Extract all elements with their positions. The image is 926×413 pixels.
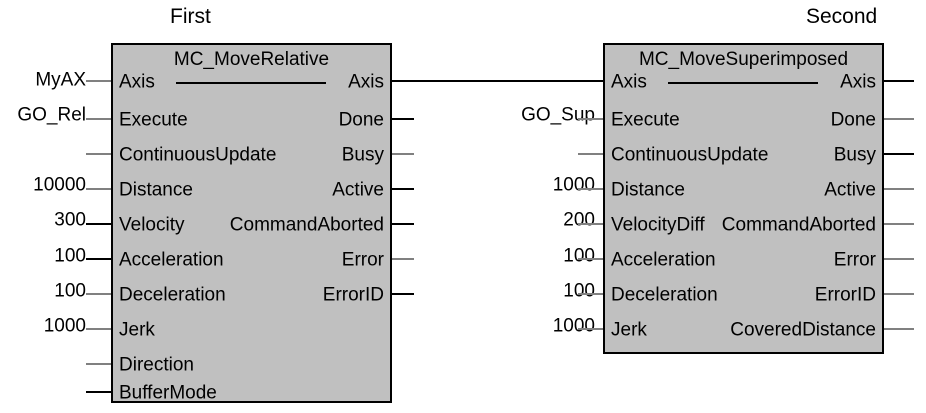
wire-output-commandaborted-second: [884, 223, 914, 225]
input-pin-buffermode-first[interactable]: BufferMode: [119, 382, 217, 404]
output-pin-done-first[interactable]: Done: [338, 109, 384, 131]
input-value-execute-second: GO_Sup: [521, 104, 595, 126]
instance-label-second: Second: [806, 5, 878, 28]
wire-output-errorid-first: [392, 293, 414, 295]
output-pin-error-first[interactable]: Error: [341, 249, 384, 271]
wire-output-done-second: [884, 118, 914, 120]
input-pin-distance-second[interactable]: Distance: [611, 179, 685, 201]
wire-output-covereddistance-second: [884, 328, 914, 330]
wire-input-velocity-first: [86, 223, 111, 225]
input-value-deceleration-second: 100: [563, 280, 595, 302]
output-pin-done-second[interactable]: Done: [830, 109, 876, 131]
instance-label-first: First: [170, 5, 211, 28]
axis-bar-first: [176, 82, 326, 84]
wire-output-axis-second: [884, 80, 914, 82]
input-pin-distance-first[interactable]: Distance: [119, 179, 193, 201]
wire-output-error-second: [884, 258, 914, 260]
input-value-jerk-second: 1000: [552, 315, 595, 337]
wire-input-distance-second: [578, 188, 603, 190]
input-pin-jerk-second[interactable]: Jerk: [611, 319, 647, 341]
output-pin-active-first[interactable]: Active: [332, 179, 384, 201]
output-pin-busy-first[interactable]: Busy: [341, 144, 384, 166]
wire-output-error-first: [392, 258, 414, 260]
input-pin-deceleration-first[interactable]: Deceleration: [119, 284, 226, 306]
output-pin-active-second[interactable]: Active: [824, 179, 876, 201]
input-value-deceleration-first: 100: [54, 280, 86, 302]
block-title-second: MC_MoveSuperimposed: [638, 49, 849, 70]
input-pin-continuousupdate-first[interactable]: ContinuousUpdate: [119, 144, 277, 166]
input-pin-axis-first[interactable]: Axis: [119, 71, 155, 93]
wire-output-errorid-second: [884, 293, 914, 295]
output-pin-errorid-second[interactable]: ErrorID: [814, 284, 876, 306]
output-pin-covereddistance-second[interactable]: CoveredDistance: [730, 319, 876, 341]
wire-input-continuousupdate-first: [86, 153, 111, 155]
input-pin-execute-first[interactable]: Execute: [119, 109, 188, 131]
input-pin-velocitydiff-second[interactable]: VelocityDiff: [611, 214, 705, 236]
wire-output-active-first: [392, 188, 414, 190]
wire-input-jerk-first: [86, 328, 111, 330]
axis-bar-second: [668, 82, 818, 84]
wire-input-jerk-second: [578, 328, 603, 330]
input-pin-execute-second[interactable]: Execute: [611, 109, 680, 131]
wire-output-done-first: [392, 118, 414, 120]
function-block-mc-moverelative[interactable]: MC_MoveRelative Axis Execute ContinuousU…: [111, 43, 392, 403]
wire-input-direction-first: [86, 363, 111, 365]
wire-input-buffermode-first: [86, 391, 111, 393]
input-pin-deceleration-second[interactable]: Deceleration: [611, 284, 718, 306]
output-pin-error-second[interactable]: Error: [833, 249, 876, 271]
input-value-execute-first: GO_Rel: [17, 104, 86, 126]
input-pin-direction-first[interactable]: Direction: [119, 354, 194, 376]
output-pin-commandaborted-second[interactable]: CommandAborted: [721, 214, 876, 236]
input-pin-axis-second[interactable]: Axis: [611, 71, 647, 93]
wire-axis-first-to-second[interactable]: [392, 80, 603, 82]
wire-input-deceleration-first: [86, 293, 111, 295]
wire-input-execute-second: [578, 118, 603, 120]
wire-output-busy-first: [392, 153, 414, 155]
output-pin-errorid-first[interactable]: ErrorID: [322, 284, 384, 306]
output-pin-commandaborted-first[interactable]: CommandAborted: [229, 214, 384, 236]
wire-input-acceleration-first: [86, 258, 111, 260]
wire-input-acceleration-second: [578, 258, 603, 260]
input-value-acceleration-first: 100: [54, 245, 86, 267]
wire-input-velocitydiff-second: [578, 223, 603, 225]
wire-output-active-second: [884, 188, 914, 190]
input-value-velocitydiff-second: 200: [563, 209, 595, 231]
input-pin-jerk-first[interactable]: Jerk: [119, 319, 155, 341]
block-title-first: MC_MoveRelative: [173, 49, 330, 70]
input-pin-continuousupdate-second[interactable]: ContinuousUpdate: [611, 144, 769, 166]
function-block-mc-movesuperimposed[interactable]: MC_MoveSuperimposed Axis Execute Continu…: [603, 43, 884, 354]
input-value-axis-first: MyAX: [35, 69, 86, 91]
input-value-jerk-first: 1000: [43, 315, 86, 337]
wire-input-continuousupdate-second: [578, 153, 603, 155]
input-pin-velocity-first[interactable]: Velocity: [119, 214, 185, 236]
input-value-distance-second: 1000: [552, 174, 595, 196]
output-pin-axis-first[interactable]: Axis: [348, 71, 384, 93]
wire-input-deceleration-second: [578, 293, 603, 295]
wire-output-busy-second: [884, 153, 914, 155]
output-pin-axis-second[interactable]: Axis: [840, 71, 876, 93]
input-value-acceleration-second: 100: [563, 245, 595, 267]
input-pin-acceleration-second[interactable]: Acceleration: [611, 249, 716, 271]
wire-input-distance-first: [86, 188, 111, 190]
wire-input-execute-first: [86, 118, 111, 120]
wire-input-axis-first: [86, 80, 111, 82]
wire-output-commandaborted-first: [392, 223, 414, 225]
input-value-velocity-first: 300: [54, 209, 86, 231]
input-value-distance-first: 10000: [33, 174, 86, 196]
output-pin-busy-second[interactable]: Busy: [833, 144, 876, 166]
input-pin-acceleration-first[interactable]: Acceleration: [119, 249, 224, 271]
